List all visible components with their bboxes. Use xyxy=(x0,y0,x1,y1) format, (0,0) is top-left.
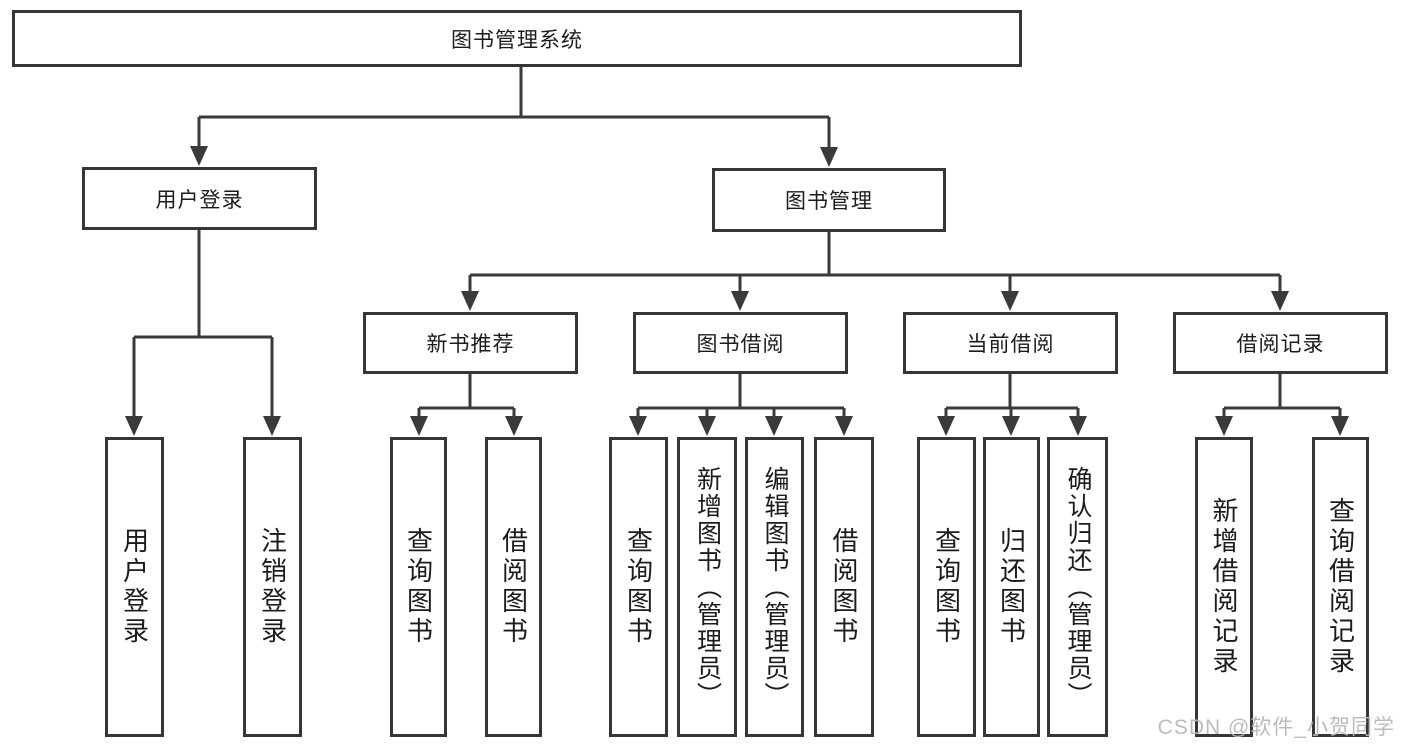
node-book-management: 图书管理 xyxy=(712,168,946,232)
leaf-newbook-borrow-books: 借阅图书 xyxy=(485,437,542,737)
arrowhead-icons xyxy=(125,146,1349,436)
leaf-logout: 注销登录 xyxy=(243,437,302,737)
leaf-user-login: 用户登录 xyxy=(105,437,164,737)
leaf-borrowing-add-books-admin: 新增图书（管理员） xyxy=(677,437,737,737)
leaf-borrowing-edit-books-admin: 编辑图书（管理员） xyxy=(745,437,804,737)
node-new-book-recommendation: 新书推荐 xyxy=(363,312,578,374)
tree-connector-lines xyxy=(132,67,1342,430)
node-user-login: 用户登录 xyxy=(82,167,317,230)
node-library-management-system: 图书管理系统 xyxy=(12,10,1022,67)
leaf-newbook-query-books: 查询图书 xyxy=(390,437,447,737)
leaf-records-add-borrow-record: 新增借阅记录 xyxy=(1195,437,1253,737)
node-borrowing-records: 借阅记录 xyxy=(1173,312,1388,374)
leaf-records-query-borrow-record: 查询借阅记录 xyxy=(1312,437,1369,737)
leaf-current-query-books: 查询图书 xyxy=(917,437,976,737)
leaf-borrowing-query-books: 查询图书 xyxy=(609,437,668,737)
leaf-current-confirm-return-admin: 确认归还（管理员） xyxy=(1047,437,1108,737)
leaf-current-return-books: 归还图书 xyxy=(983,437,1040,737)
node-current-borrowing: 当前借阅 xyxy=(903,312,1118,374)
leaf-borrowing-borrow-books: 借阅图书 xyxy=(814,437,874,737)
node-book-borrowing: 图书借阅 xyxy=(633,312,848,374)
csdn-watermark: CSDN @软件_小贺同学 xyxy=(1157,716,1395,739)
